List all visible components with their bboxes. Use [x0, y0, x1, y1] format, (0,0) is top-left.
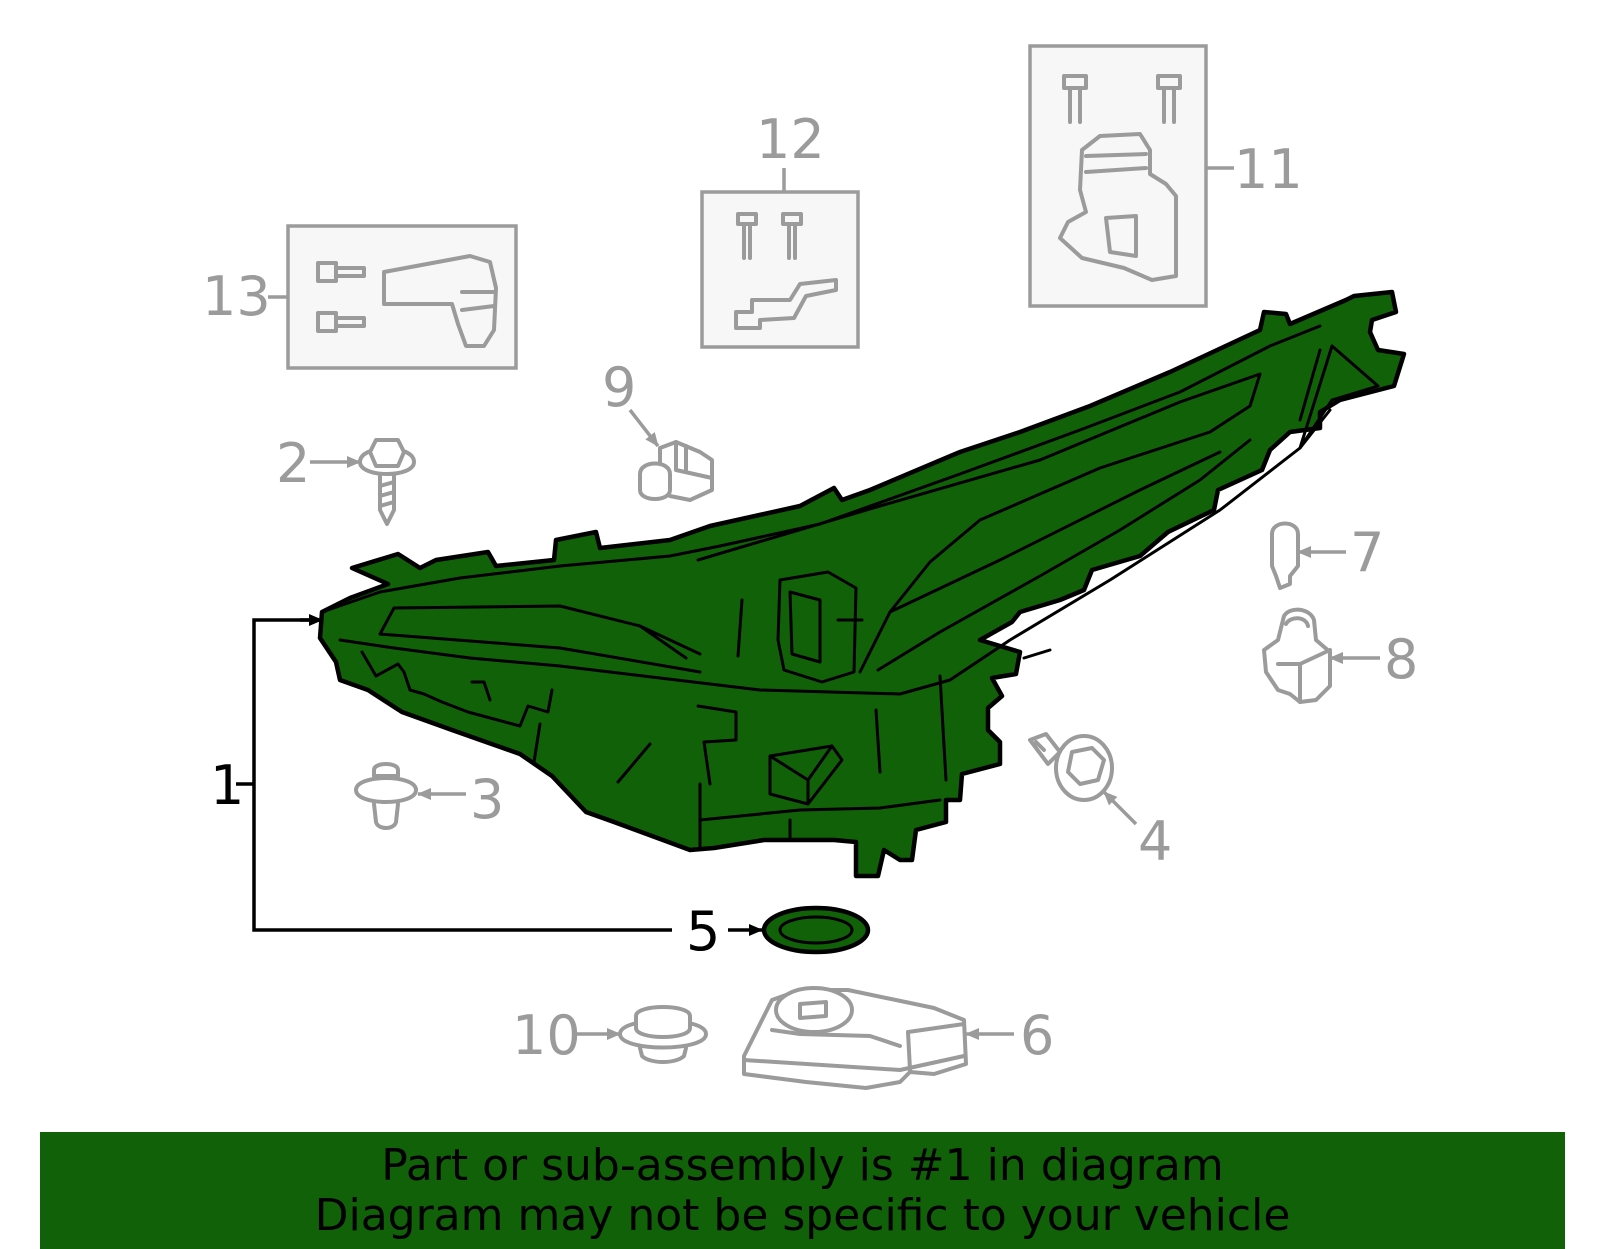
callout-3: 3 [470, 768, 504, 831]
part-10-cap[interactable] [618, 1005, 708, 1064]
part-8-socket[interactable] [1262, 607, 1332, 704]
callout-7: 7 [1350, 521, 1384, 584]
part-7-bulb[interactable] [1270, 521, 1300, 590]
bracket-icon [382, 254, 498, 348]
part-13-kit[interactable] [286, 224, 518, 370]
part-6-module[interactable] [742, 986, 968, 1090]
callout-5: 5 [686, 900, 720, 963]
part-5-gasket[interactable] [761, 905, 871, 955]
leader-bracket-1 [236, 614, 672, 932]
banner-line-2: Diagram may not be specific to your vehi… [314, 1189, 1291, 1241]
callout-2: 2 [276, 432, 310, 495]
info-banner: Part or sub-assembly is #1 in diagram Di… [40, 1132, 1565, 1249]
callout-4: 4 [1138, 810, 1172, 873]
part-4-bolt[interactable] [1028, 732, 1114, 802]
bracket-icon [734, 278, 838, 330]
screw-icon [316, 261, 366, 333]
headlamp-detail-lines [320, 324, 1380, 850]
callout-11: 11 [1234, 138, 1303, 201]
callout-10: 10 [512, 1004, 581, 1067]
callout-9: 9 [602, 356, 636, 419]
part-12-kit[interactable] [700, 190, 860, 349]
bracket-icon [1058, 132, 1178, 282]
callout-13: 13 [202, 265, 271, 328]
part-1-headlamp-assembly[interactable] [317, 289, 1407, 879]
part-11-kit[interactable] [1028, 44, 1208, 308]
callout-12: 12 [756, 108, 825, 171]
part-2-bolt[interactable] [358, 438, 416, 526]
part-3-clip[interactable] [354, 762, 418, 830]
banner-line-1: Part or sub-assembly is #1 in diagram [381, 1139, 1224, 1191]
callout-8: 8 [1384, 628, 1418, 691]
screw-icon [736, 212, 803, 260]
part-9-socket[interactable] [638, 440, 714, 502]
screw-icon [1062, 74, 1182, 124]
callout-6: 6 [1020, 1004, 1054, 1067]
